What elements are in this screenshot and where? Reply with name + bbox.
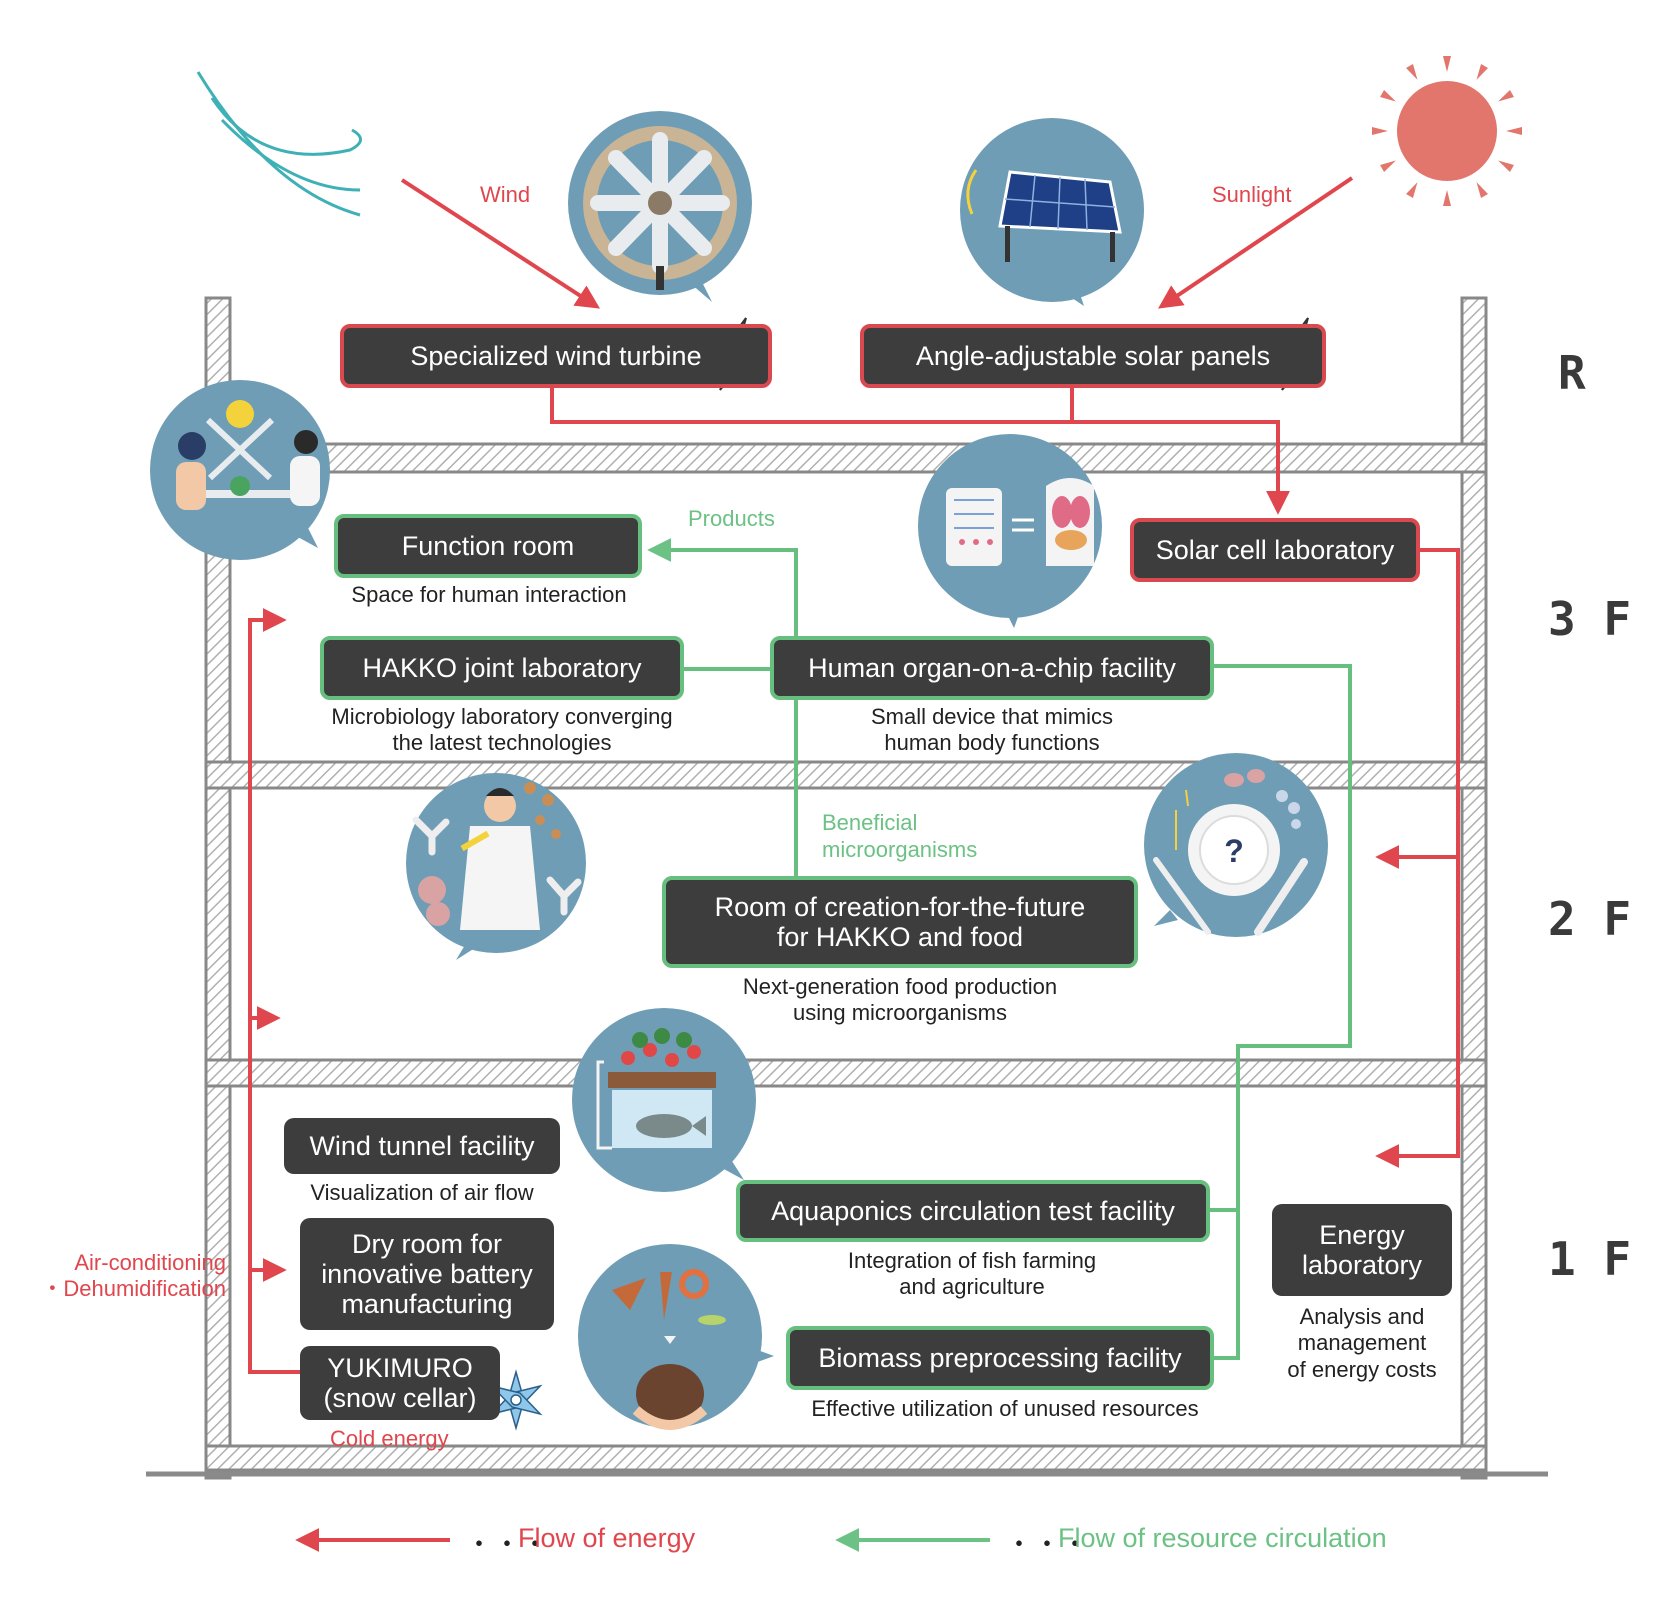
biomass-box: Biomass preprocessing facility [786,1326,1214,1390]
legend-resource-dots: ・・・ [1006,1529,1091,1559]
biomass-caption: Effective utilization of unused resource… [811,1396,1199,1421]
legend-energy-label: Flow of energy [518,1523,696,1553]
cold-energy-label: Cold energy [330,1426,449,1451]
organ-chip-icon [918,434,1102,628]
aquaponics-icon [572,1008,756,1192]
scientist-icon [406,773,586,960]
floor-label-2f: 2 F [1548,892,1632,946]
energy-lab-box: Energy laboratory [1272,1204,1452,1296]
function-room-caption: Space for human interaction [351,582,627,607]
aquaponics-box: Aquaponics circulation test facility [736,1180,1210,1242]
beneficial-microorganisms-label: Beneficial microorganisms [822,810,978,862]
aquaponics-caption: Integration of fish farming and agricult… [847,1248,1097,1300]
floor-label-1f: 1 F [1548,1232,1632,1286]
wind-label: Wind [480,182,531,207]
energy-lab-caption: Analysis and management of energy costs [1287,1304,1437,1382]
hakko-lab-box: HAKKO joint laboratory [320,636,684,700]
food-plate-icon: ? [1144,753,1328,937]
organ-chip-caption: Small device that mimics human body func… [870,704,1114,756]
wind-arrow [400,178,601,309]
energy-flow-lines [248,384,1460,1374]
resource-flow-lines [647,538,1352,1360]
hakko-lab-caption: Microbiology laboratory converging the l… [331,704,673,756]
sunlight-arrow [1158,176,1354,309]
biomass-icon [578,1244,774,1430]
floor-label-roof: R [1558,346,1586,400]
creation-room-box: Room of creation-for-the-future for HAKK… [662,876,1138,968]
snowflake-icon [489,1369,543,1431]
wind-tunnel-caption: Visualization of air flow [310,1180,534,1205]
solar-cell-lab-box: Solar cell laboratory [1130,518,1420,582]
dining-people-icon [150,380,330,560]
sun-icon [1372,56,1522,206]
sunlight-label: Sunlight [1212,182,1292,207]
products-label: Products [688,506,775,531]
building-structure [146,296,1548,1480]
yukimuro-box: YUKIMURO (snow cellar) [300,1346,500,1420]
wind-tunnel-box: Wind tunnel facility [284,1118,560,1174]
solar-panel-icon [960,118,1144,306]
creation-room-caption: Next-generation food production using mi… [742,974,1058,1026]
function-room-box: Function room [334,514,642,578]
wind-gust-icon [196,71,362,217]
aircon-label: Air-conditioning ・Dehumidification [41,1250,226,1302]
wind-turbine-icon [568,111,752,302]
wind-turbine-box: Specialized wind turbine [340,324,772,388]
solar-panels-box: Angle-adjustable solar panels [860,324,1326,388]
legend-energy-dots: ・・・ [466,1529,551,1559]
legend-resource-label: Flow of resource circulation [1058,1523,1387,1553]
dry-room-box: Dry room for innovative battery manufact… [300,1218,554,1330]
svg-text:?: ? [1224,833,1244,869]
organ-chip-box: Human organ-on-a-chip facility [770,636,1214,700]
floor-label-3f: 3 F [1548,592,1632,646]
